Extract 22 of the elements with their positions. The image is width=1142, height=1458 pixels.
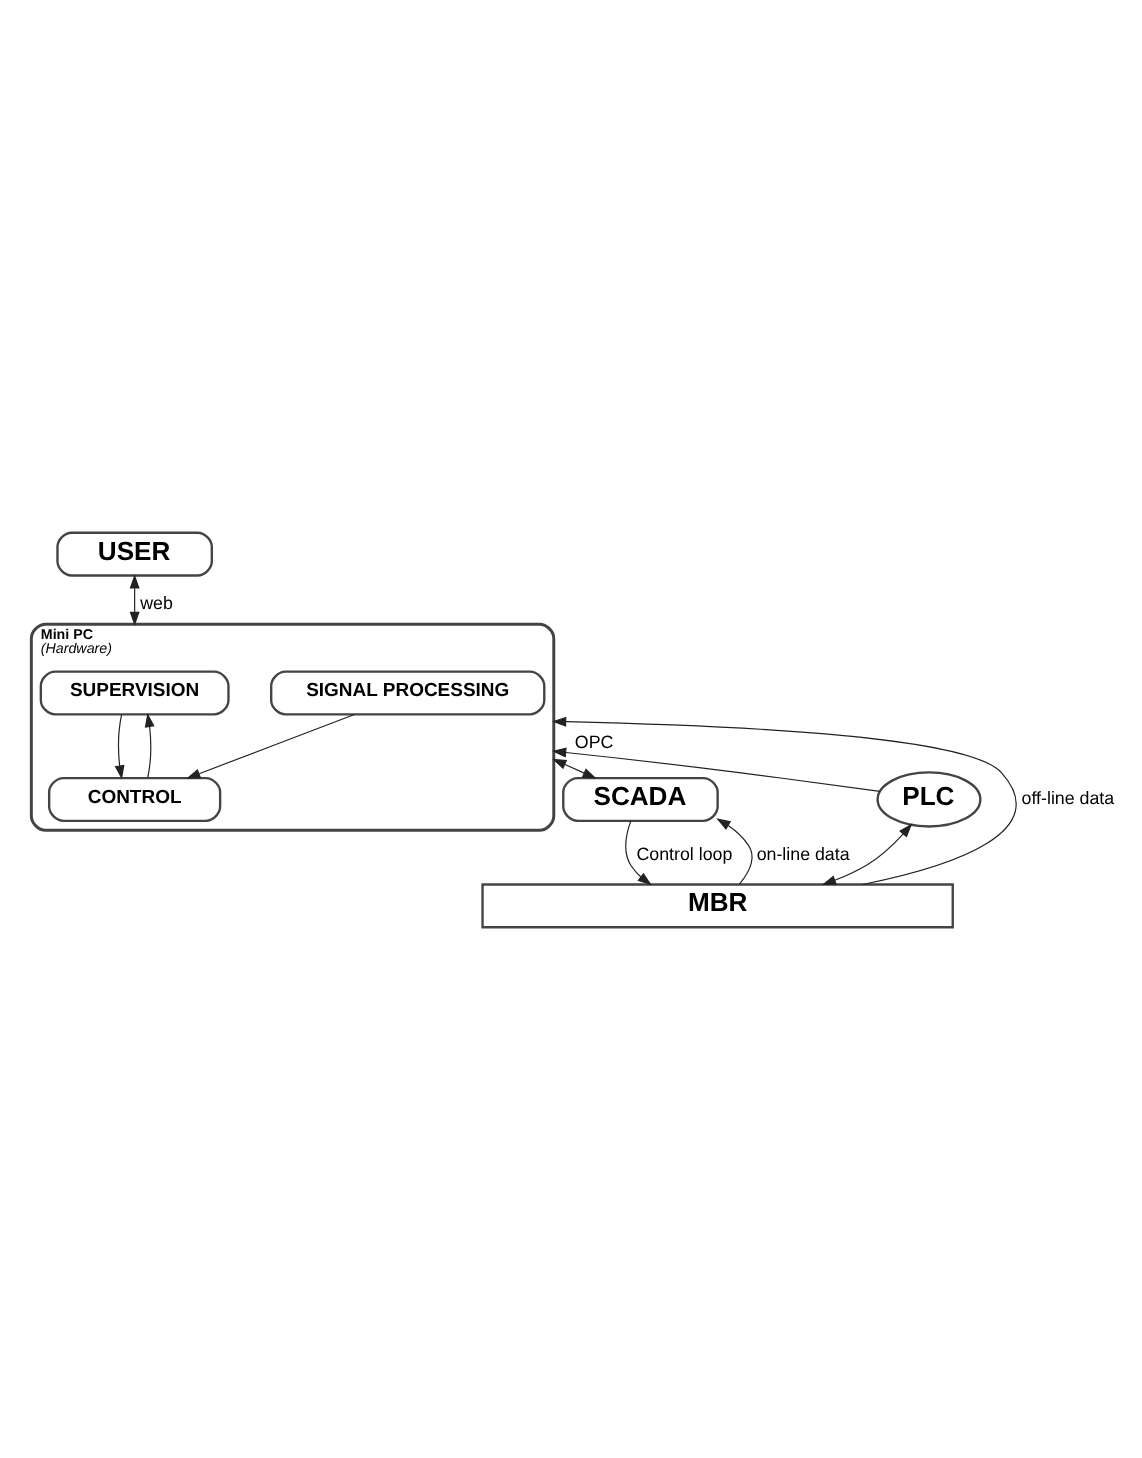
arrow	[821, 822, 913, 884]
edge-label: on-line data	[756, 842, 850, 863]
node-box: SCADA	[562, 775, 719, 821]
node-ellipse: PLC	[876, 770, 982, 827]
arrow	[552, 757, 597, 778]
arrow	[716, 817, 753, 884]
arrow	[144, 712, 155, 778]
node-box: SIGNAL PROCESSING	[270, 669, 546, 715]
arrow	[551, 715, 1017, 885]
node-box: USER	[56, 530, 213, 576]
arrow	[186, 712, 356, 778]
arrow	[625, 819, 652, 885]
arrow	[129, 573, 140, 625]
edge-label: web	[140, 591, 173, 612]
node-box: SUPERVISION	[39, 669, 230, 715]
arrow	[552, 746, 881, 791]
node-box: MBR	[481, 882, 954, 928]
node-box: CONTROL	[47, 775, 222, 821]
arrow	[114, 713, 125, 779]
edge-label: Control loop	[636, 842, 733, 863]
edge-label: off-line data	[1021, 786, 1115, 807]
edge-label: OPC	[574, 730, 614, 751]
